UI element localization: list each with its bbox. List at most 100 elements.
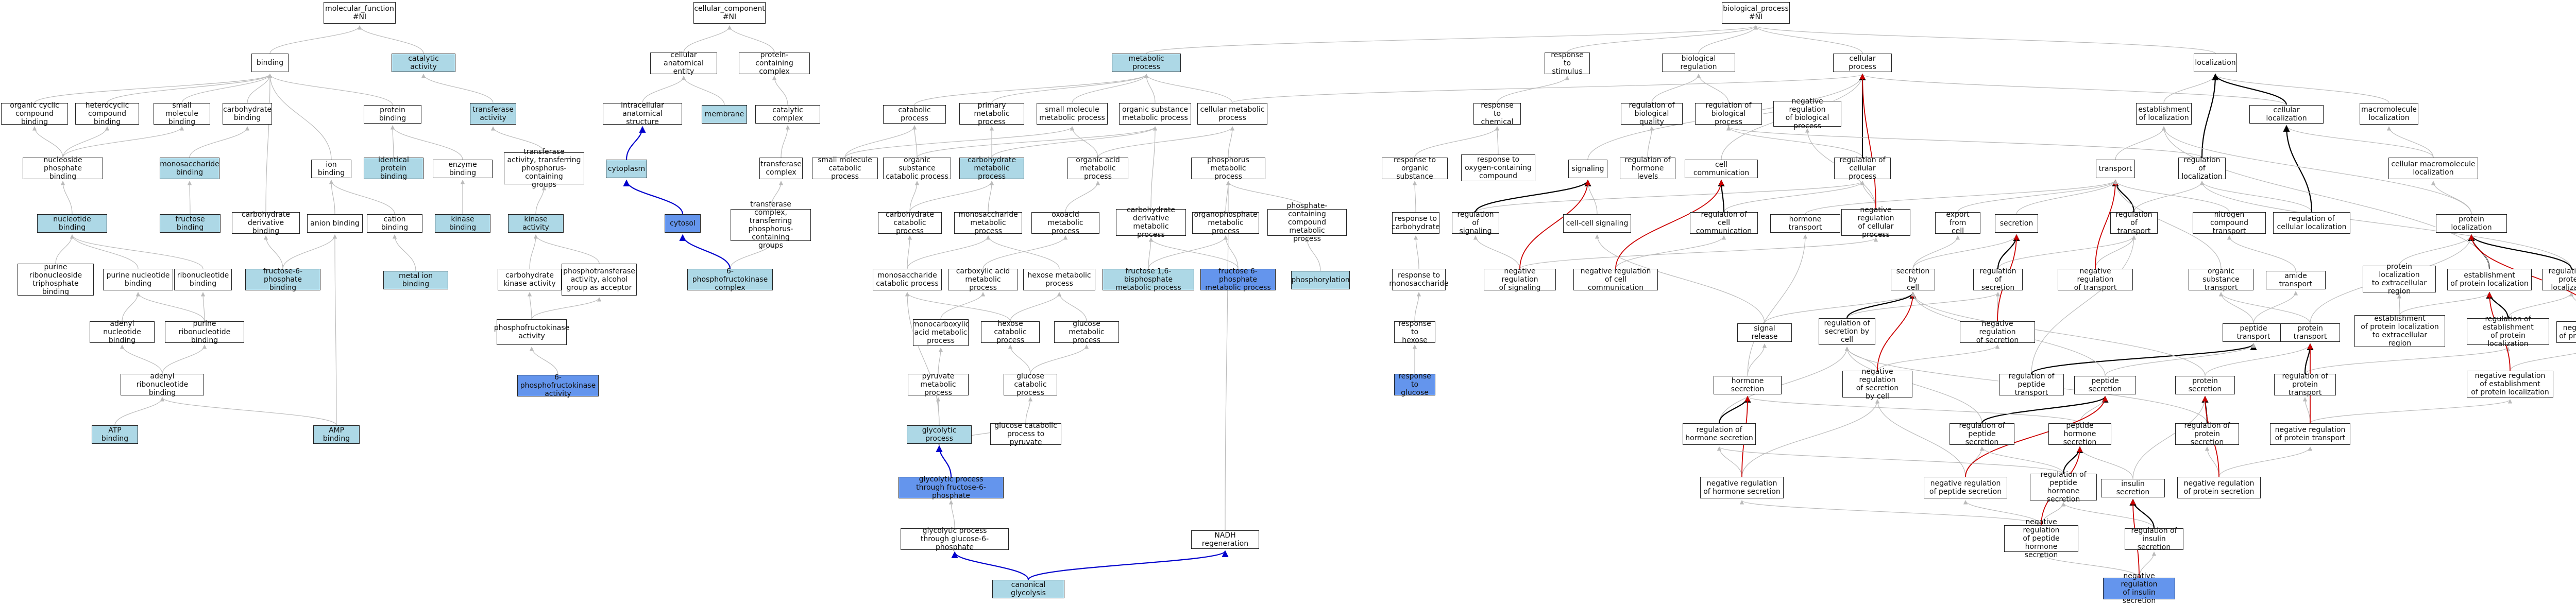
go-node[interactable]: peptide hormone secretion <box>2048 422 2111 446</box>
go-node[interactable]: regulation of biological quality <box>1621 101 1683 126</box>
go-node[interactable]: membrane <box>702 105 747 124</box>
go-node[interactable]: identical protein binding <box>364 156 423 181</box>
go-node[interactable]: regulation of hormone levels <box>1620 156 1675 181</box>
go-node[interactable]: negative regulation of biological proces… <box>1773 97 1841 130</box>
go-node[interactable]: organic substance catabolic process <box>883 156 951 181</box>
go-node[interactable]: regulation of secretion by cell <box>1819 318 1875 345</box>
go-node[interactable]: negative regulation of hormone secretion <box>1700 477 1784 498</box>
go-node[interactable]: enzyme binding <box>433 160 493 178</box>
go-node[interactable]: negative regulation of protein transport <box>2270 423 2350 445</box>
go-node[interactable]: nitrogen compound transport <box>2193 211 2266 235</box>
go-node[interactable]: secretion by cell <box>1891 267 1935 292</box>
go-node[interactable]: small molecule catabolic process <box>812 156 878 181</box>
go-node[interactable]: binding <box>251 54 289 72</box>
go-node[interactable]: protein-containing complex <box>739 51 810 76</box>
go-node[interactable]: cellular_component #NI <box>693 2 766 24</box>
go-node[interactable]: AMP binding <box>313 425 360 444</box>
go-node[interactable]: negative regulation of protein secretion <box>2177 477 2261 498</box>
go-node[interactable]: response to stimulus <box>1545 51 1590 76</box>
go-node[interactable]: small molecule binding <box>154 101 210 126</box>
go-node[interactable]: phosphofructokinase activity <box>494 319 569 345</box>
go-node[interactable]: regulation of protein transport <box>2274 372 2336 397</box>
go-node[interactable]: glycolytic process <box>907 425 972 444</box>
go-node[interactable]: cellular process <box>1833 54 1892 72</box>
go-node[interactable]: adenyl ribonucleotide binding <box>121 372 204 397</box>
go-node[interactable]: response to chemical <box>1473 101 1521 126</box>
go-node[interactable]: purine ribonucleoside triphosphate bindi… <box>18 263 94 296</box>
go-node[interactable]: monosaccharide catabolic process <box>873 269 942 290</box>
go-node[interactable]: carbohydrate derivative binding <box>232 211 300 235</box>
go-node[interactable]: carbohydrate derivative metabolic proces… <box>1116 206 1186 239</box>
go-node[interactable]: organic acid metabolic process <box>1067 156 1128 181</box>
go-node[interactable]: heterocyclic compound binding <box>75 101 139 126</box>
go-node[interactable]: regulation of protein localization <box>2542 267 2576 292</box>
go-node[interactable]: 6-phosphofructokinase complex <box>687 267 773 292</box>
go-node[interactable]: glucose catabolic process <box>1004 372 1057 397</box>
go-node[interactable]: regulation of transport <box>2110 211 2158 235</box>
go-node[interactable]: negative regulation of cellular process <box>1841 206 1910 239</box>
go-node[interactable]: monocarboxylic acid metabolic process <box>912 319 970 346</box>
go-node[interactable]: intracellular anatomical structure <box>603 101 682 126</box>
go-node[interactable]: cellular metabolic process <box>1197 103 1267 125</box>
go-node[interactable]: catalytic complex <box>755 105 820 124</box>
go-node[interactable]: molecular_function #NI <box>324 2 396 24</box>
go-node[interactable]: monosaccharide binding <box>160 158 219 179</box>
go-node[interactable]: carbohydrate binding <box>223 103 272 125</box>
go-node[interactable]: protein secretion <box>2175 376 2235 394</box>
go-node[interactable]: negative regulation of secretion <box>1960 320 2035 344</box>
go-node[interactable]: protein localization <box>2436 214 2507 233</box>
go-node[interactable]: carbohydrate catabolic process <box>878 211 942 235</box>
go-node[interactable]: protein binding <box>364 105 421 124</box>
go-node[interactable]: transport <box>2096 160 2135 178</box>
go-node[interactable]: peptide secretion <box>2074 376 2136 394</box>
go-node[interactable]: negative regulation of cell communicatio… <box>1573 267 1658 292</box>
go-node[interactable]: negative regulation of protein localizat… <box>2556 321 2576 343</box>
go-node[interactable]: negative regulation of secretion by cell <box>1842 368 1912 401</box>
go-node[interactable]: oxoacid metabolic process <box>1031 211 1099 235</box>
go-node[interactable]: catabolic process <box>883 105 946 124</box>
go-node[interactable]: glycolytic process through glucose-6-pho… <box>901 527 1009 551</box>
go-node[interactable]: ribonucleotide binding <box>174 269 232 290</box>
go-node[interactable]: peptide transport <box>2223 323 2284 342</box>
go-node[interactable]: cytosol <box>665 214 701 233</box>
go-node[interactable]: regulation of localization <box>2178 156 2226 181</box>
go-node[interactable]: response to organic substance <box>1382 156 1448 181</box>
go-node[interactable]: ion binding <box>311 160 351 178</box>
go-node[interactable]: negative regulation of signaling <box>1484 267 1556 292</box>
go-node[interactable]: cellular localization <box>2249 105 2324 124</box>
go-node[interactable]: ATP binding <box>92 425 138 444</box>
go-node[interactable]: negative regulation of peptide secretion <box>1924 477 2007 498</box>
go-node[interactable]: cytoplasm <box>606 160 647 178</box>
go-node[interactable]: localization <box>2194 54 2237 72</box>
go-node[interactable]: signal release <box>1737 323 1792 342</box>
go-node[interactable]: regulation of insulin secretion <box>2125 527 2183 551</box>
go-node[interactable]: regulation of peptide hormone secretion <box>2030 471 2097 504</box>
go-node[interactable]: negative regulation of transport <box>2058 267 2133 292</box>
go-node[interactable]: regulation of cell communication <box>1690 211 1758 235</box>
go-node[interactable]: nucleoside phosphate binding <box>23 156 103 181</box>
go-node[interactable]: regulation of peptide transport <box>1999 372 2064 397</box>
go-node[interactable]: kinase binding <box>435 214 490 233</box>
go-node[interactable]: cell communication <box>1685 160 1758 178</box>
go-node[interactable]: response to carbohydrate <box>1392 212 1440 234</box>
go-node[interactable]: phosphorylation <box>1291 271 1350 289</box>
go-node[interactable]: organic substance transport <box>2189 267 2253 292</box>
go-node[interactable]: regulation of hormone secretion <box>1683 423 1756 445</box>
go-node[interactable]: transferase activity <box>470 103 516 125</box>
go-node[interactable]: protein transport <box>2280 323 2340 342</box>
go-node[interactable]: transferase activity, transferring phosp… <box>504 148 584 189</box>
go-node[interactable]: response to hexose <box>1394 320 1435 344</box>
go-node[interactable]: cellular anatomical entity <box>650 51 717 76</box>
go-node[interactable]: regulation of biological process <box>1695 101 1762 126</box>
go-node[interactable]: fructose 1,6-bisphosphate metabolic proc… <box>1103 267 1194 292</box>
go-node[interactable]: anion binding <box>307 214 363 233</box>
go-node[interactable]: glucose catabolic process to pyruvate <box>990 422 1061 446</box>
go-node[interactable]: carbohydrate kinase activity <box>498 269 562 290</box>
go-node[interactable]: glucose metabolic process <box>1054 320 1119 344</box>
go-node[interactable]: amide transport <box>2266 271 2326 289</box>
go-node[interactable]: canonical glycolysis <box>992 580 1064 598</box>
go-node[interactable]: 6-phosphofructokinase activity <box>517 373 599 398</box>
go-node[interactable]: small molecule metabolic process <box>1037 103 1108 125</box>
go-node[interactable]: response to oxygen-containing compound <box>1461 154 1535 181</box>
go-node[interactable]: cellular macromolecule localization <box>2388 158 2478 179</box>
